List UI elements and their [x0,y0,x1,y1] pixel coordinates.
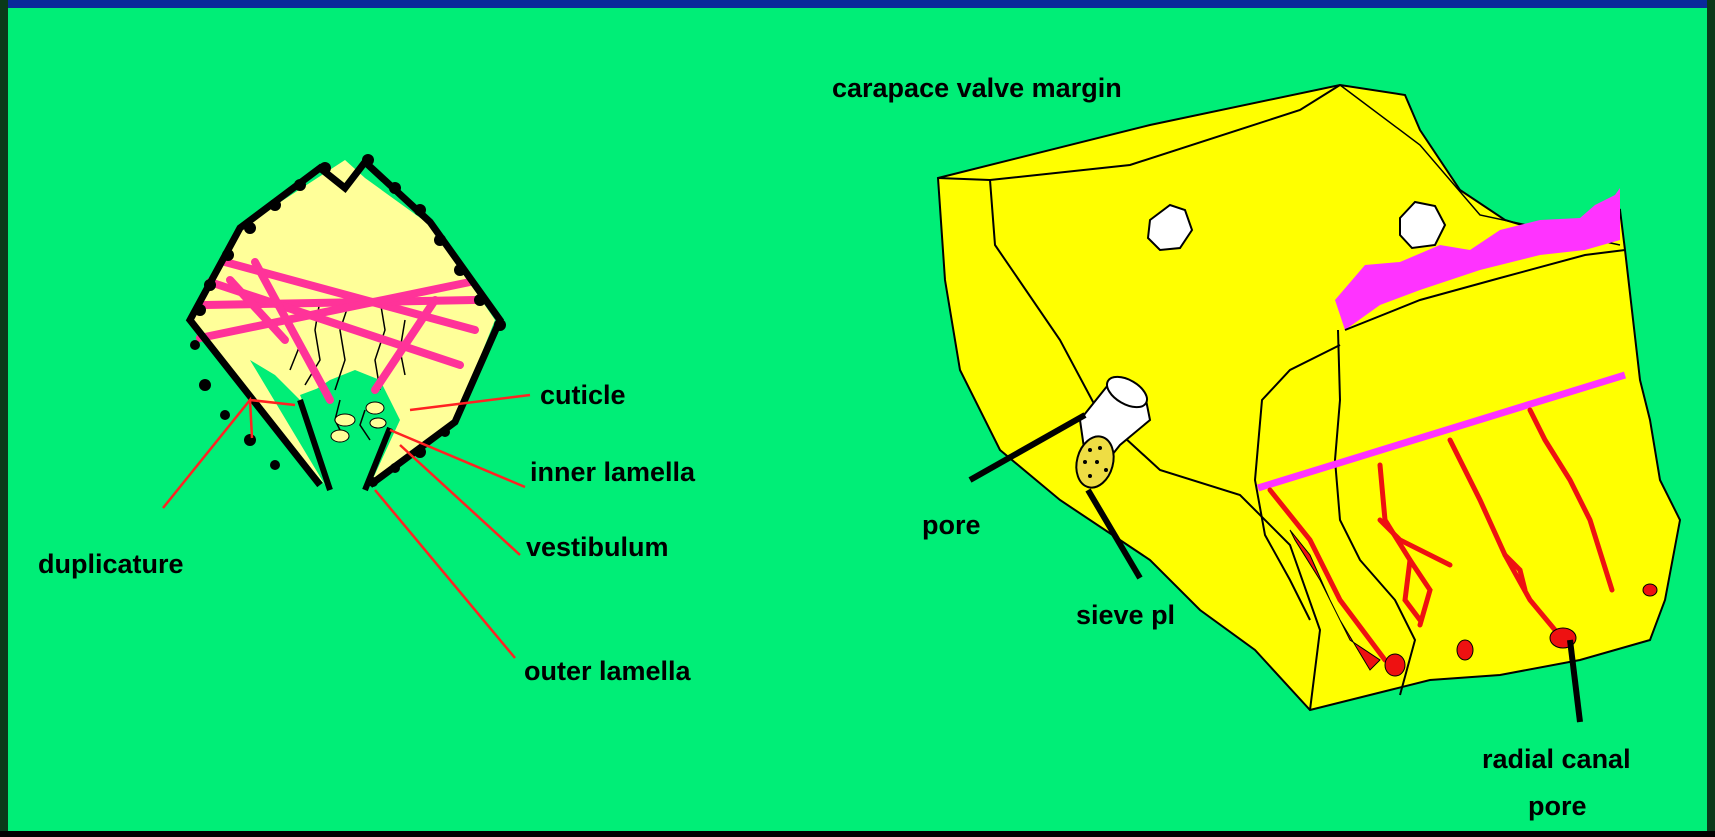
frame-right-border [1707,0,1715,837]
label-outer-lamella: outer lamella [524,656,692,686]
label-duplicature: duplicature [38,549,184,579]
label-pore: pore [922,510,981,540]
label-cuticle: cuticle [540,380,626,410]
diagram-canvas: cuticle inner lamella vestibulum duplica… [8,8,1707,831]
frame-top-border [0,0,1715,8]
frame-bottom-border [0,831,1715,837]
label-vestibulum: vestibulum [526,532,669,562]
label-inner-lamella: inner lamella [530,457,696,487]
label-sieve-pl: sieve pl [1076,600,1175,630]
frame-left-border [0,0,8,837]
label-carapace-valve-margin: carapace valve margin [832,73,1122,103]
label-radial-canal-line1: radial canal [1482,744,1631,774]
label-radial-canal-line2: pore [1528,791,1587,821]
